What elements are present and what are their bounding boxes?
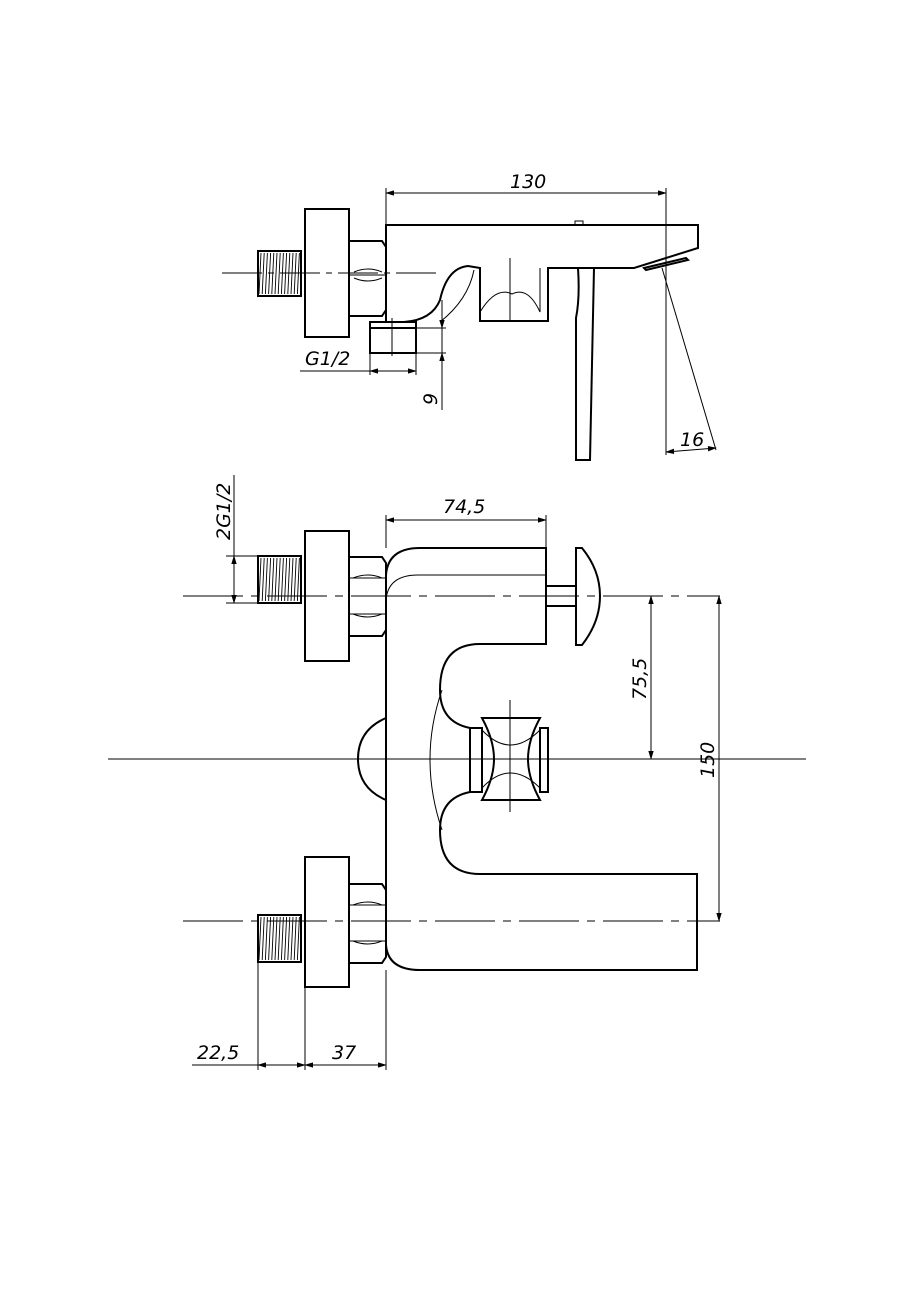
top-hex-nut	[348, 240, 387, 317]
front-diverter-valve	[469, 717, 549, 801]
dim-22-5: 22,5	[192, 962, 306, 1070]
dim-22-5-label: 22,5	[197, 1042, 239, 1064]
dim-130-label: 130	[510, 171, 546, 193]
front-lower-threaded-connector	[257, 914, 302, 963]
top-view: 130 G1/2 9 16	[222, 171, 717, 461]
top-body	[385, 220, 699, 323]
front-view: 74,5 2G1/2 75,5 150 22,5	[108, 475, 806, 1070]
front-lower-flange	[304, 856, 350, 988]
dim-74-5-label: 74,5	[443, 496, 485, 518]
dim-2g12: 2G1/2	[213, 475, 258, 604]
front-handle	[545, 547, 602, 646]
dim-37-label: 37	[332, 1042, 356, 1064]
dim-75-5: 75,5	[629, 595, 654, 760]
dim-130: 130	[385, 171, 667, 245]
dim-75-5-label: 75,5	[629, 658, 651, 700]
dim-16: 16	[661, 245, 717, 455]
dim-150: 150	[697, 595, 722, 922]
top-outlet-nipple	[369, 318, 417, 356]
front-lower-hex-nut	[348, 883, 387, 964]
dim-g12-label: G1/2	[305, 348, 350, 370]
top-threaded-connector	[257, 250, 302, 297]
dim-9: 9	[416, 300, 446, 410]
dim-37: 37	[304, 970, 387, 1070]
dim-2g12-label: 2G1/2	[213, 483, 235, 540]
dim-74-5: 74,5	[385, 496, 547, 548]
dim-150-label: 150	[697, 742, 719, 778]
dim-16-label: 16	[680, 429, 704, 451]
front-upper-threaded-connector	[257, 555, 302, 604]
front-body	[356, 547, 698, 971]
dim-9-label: 9	[420, 393, 442, 405]
dim-g12: G1/2	[300, 348, 417, 375]
top-handle-lever	[548, 256, 690, 461]
